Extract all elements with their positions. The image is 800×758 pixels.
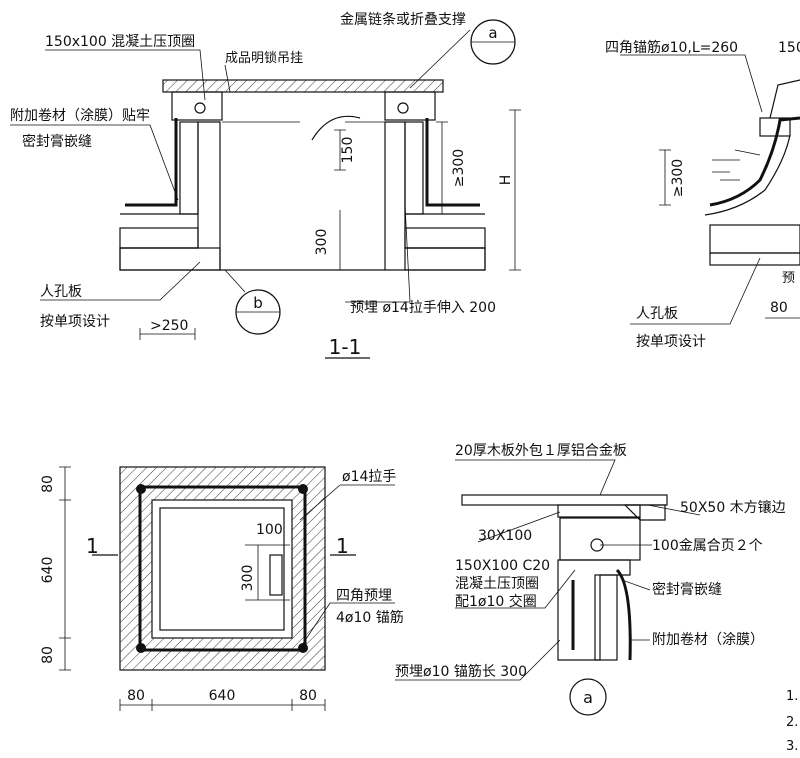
detail-label-board: 20厚木板外包１厚铝合金板	[455, 443, 627, 459]
plan-dim-640-bottom: 640	[209, 688, 236, 704]
plan-dim-80-left: 80	[127, 688, 145, 704]
detail-label-ring-2: 混凝土压顶圈	[455, 576, 539, 592]
label-manhole-right: 人孔板	[636, 306, 678, 322]
label-membrane: 附加卷材（涂膜）贴牢	[10, 108, 150, 124]
plan-label-handle: ø14拉手	[342, 469, 396, 485]
callout-a-text: a	[488, 24, 497, 42]
plan-dim-100: 100	[256, 522, 283, 538]
callout-b-text: b	[253, 294, 263, 312]
label-lock: 成品明锁吊挂	[225, 50, 303, 66]
section-1-1	[10, 19, 521, 359]
plan-ring	[138, 485, 307, 652]
dim-ge300-right: ≥300	[670, 159, 686, 197]
callout-a-detail-circle	[569, 678, 607, 716]
label-chain: 金属链条或折叠支撑	[340, 11, 466, 28]
plan-opening	[151, 499, 293, 639]
cap-left	[171, 91, 223, 121]
plan-dim-640-left: 640	[40, 557, 56, 584]
plan-label-anchor-2: 4ø10 锚筋	[336, 609, 404, 626]
section-title: 1-1	[329, 335, 362, 359]
label-manhole-sub-right: 按单项设计	[636, 334, 706, 350]
detail-label-ring-3: 配1ø10 交圈	[455, 593, 537, 610]
plan-cut-right: 1	[336, 534, 349, 558]
detail-label-membrane: 附加卷材（涂膜）	[652, 632, 764, 648]
note-3: 3.	[786, 739, 798, 754]
detail-label-edge: 50X50 木方镶边	[680, 499, 786, 516]
plan-label-anchor-1: 四角预埋	[336, 588, 392, 604]
insulation-right	[404, 121, 424, 215]
detail-cap	[559, 517, 641, 561]
detail-right-top	[620, 54, 800, 325]
label-manhole: 人孔板	[40, 284, 82, 300]
detail-callout-text: a	[583, 688, 593, 707]
label-manhole-sub: 按单项设计	[40, 314, 110, 330]
label-anchor-bars: 四角锚筋ø10,L=260	[605, 39, 738, 56]
label-sealant: 密封膏嵌缝	[22, 133, 92, 150]
cap-right	[384, 91, 436, 121]
plan-dim-80-right: 80	[299, 688, 317, 704]
detail-label-ring-1: 150X100 C20	[455, 558, 550, 574]
detail-board	[461, 494, 668, 506]
plan-dim-80-bottom: 80	[40, 646, 56, 664]
detail-label-embed: 预埋ø10 锚筋长 300	[395, 663, 527, 680]
dim-150: 150	[340, 137, 356, 164]
note-2: 2.	[786, 715, 798, 730]
detail-label-30x100: 30X100	[478, 528, 532, 544]
insulation-left	[179, 121, 199, 215]
plan-dim-80-top: 80	[40, 475, 56, 493]
plan-cut-left: 1	[86, 534, 99, 558]
detail-label-hinge: 100金属合页２个	[652, 538, 763, 554]
dim-300: 300	[314, 229, 330, 256]
label-embed-handle: 预埋 ø14拉手伸入 200	[350, 300, 496, 316]
plan-dim-300: 300	[240, 565, 256, 592]
detail-a	[395, 459, 701, 716]
label-pre-cut: 预	[782, 271, 795, 286]
dim-80-right: 80	[770, 300, 788, 316]
detail-label-sealant: 密封膏嵌缝	[652, 581, 722, 598]
label-concrete-ring: 150x100 混凝土压顶圈	[45, 34, 195, 50]
note-1: 1.	[786, 689, 798, 704]
plan-view	[59, 466, 395, 711]
dim-ge250: >250	[150, 318, 188, 334]
dim-ge300: ≥300	[451, 149, 467, 187]
label-cut-150: 150	[778, 40, 800, 56]
dim-H: H	[498, 175, 514, 186]
